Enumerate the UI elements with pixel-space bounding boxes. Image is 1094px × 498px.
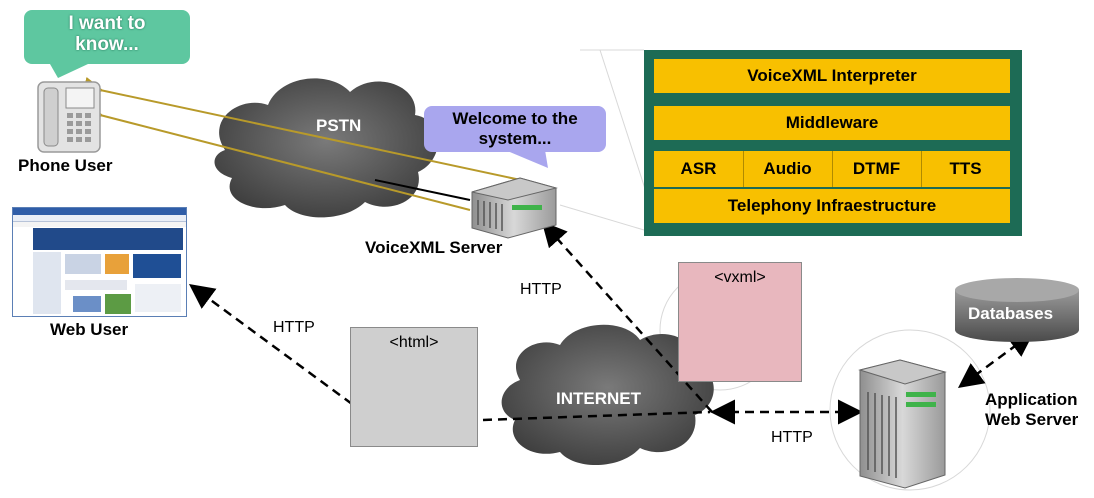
html-document: <html>	[350, 327, 478, 447]
web-user-label: Web User	[50, 320, 129, 339]
interpreter-label: VoiceXML Interpreter	[747, 66, 917, 85]
tts-label: TTS	[949, 159, 982, 178]
vxml-document-label: <vxml>	[714, 269, 766, 286]
http-connections	[188, 221, 1035, 425]
phone-user-label: Phone User	[18, 156, 113, 175]
green-bubble-tail	[50, 64, 88, 78]
dtmf-label: DTMF	[852, 159, 901, 178]
app-server-label-2: Web Server	[985, 410, 1079, 429]
asr-component: ASR	[654, 151, 743, 187]
interpreter-layer: VoiceXML Interpreter	[654, 59, 1010, 93]
dtmf-component: DTMF	[832, 151, 921, 187]
telephony-layer: Telephony Infraestructure	[654, 189, 1010, 223]
internet-label: INTERNET	[556, 389, 641, 408]
application-server-icon	[858, 359, 947, 489]
audio-component: Audio	[743, 151, 832, 187]
telephony-label: Telephony Infraestructure	[727, 196, 937, 215]
audio-label: Audio	[763, 159, 812, 178]
vxml-document: <vxml>	[678, 262, 802, 382]
http-voice-label: HTTP	[520, 281, 562, 298]
components-layer: ASR Audio DTMF TTS	[654, 151, 1010, 187]
telephone-icon	[37, 81, 101, 153]
component-divider	[921, 151, 922, 187]
http-app-label: HTTP	[771, 429, 813, 446]
middleware-layer: Middleware	[654, 106, 1010, 140]
app-server-label-1: Application	[985, 390, 1078, 409]
phone-connections	[82, 76, 531, 211]
databases-label: Databases	[968, 304, 1054, 323]
server-welcome-text: Welcome to the system...	[452, 109, 578, 148]
html-document-label: <html>	[389, 334, 439, 351]
server-welcome-bubble: Welcome to the system...	[424, 106, 606, 152]
middleware-label: Middleware	[785, 113, 879, 132]
voicexml-server-icon	[471, 177, 558, 239]
voicexml-server-label: VoiceXML Server	[365, 238, 503, 257]
web-browser-thumbnail	[12, 207, 187, 317]
pstn-cloud	[214, 78, 438, 218]
database-icon	[955, 278, 1079, 342]
phone-user-bubble: I want to know...	[24, 10, 190, 64]
phone-user-thought: I want to know...	[68, 13, 146, 55]
tts-component: TTS	[921, 151, 1010, 187]
purple-bubble-tail	[505, 150, 548, 168]
pstn-label: PSTN	[316, 116, 362, 135]
component-divider	[832, 151, 833, 187]
asr-label: ASR	[680, 159, 717, 178]
pstn-server-link	[374, 179, 471, 201]
http-web-label: HTTP	[273, 319, 315, 336]
component-divider	[743, 151, 744, 187]
voicexml-architecture-stack: VoiceXML Interpreter Middleware ASR Audi…	[644, 50, 1022, 236]
internet-cloud	[501, 324, 714, 466]
